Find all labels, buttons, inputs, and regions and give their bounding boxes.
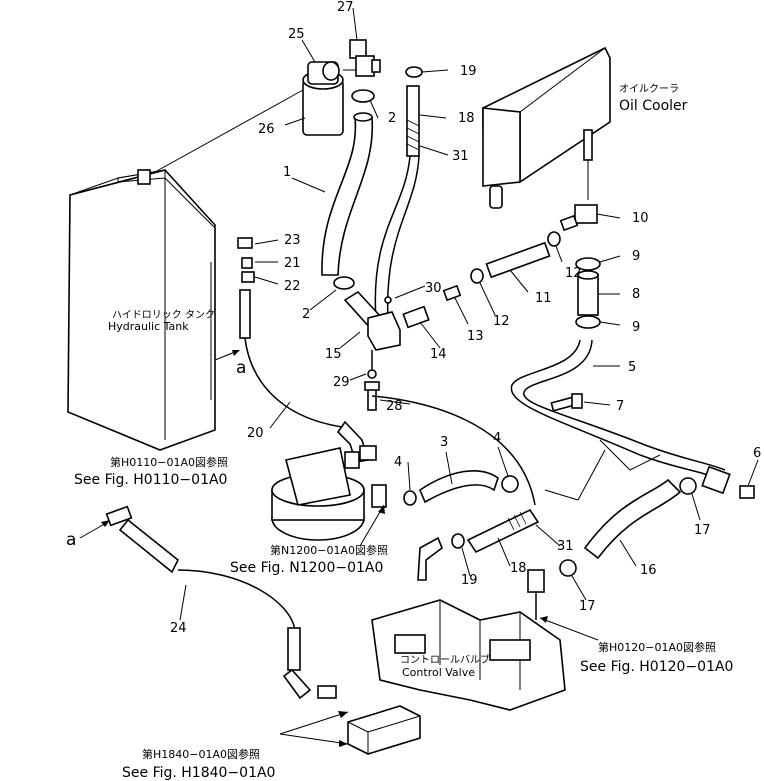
- fittings-14-13-12: [402, 231, 561, 329]
- control-valve: コントロールバルブ Control Valve: [371, 599, 566, 711]
- oil-cooler: オイルクーラ Oil Cooler: [482, 46, 688, 209]
- part-number-2: 2: [388, 111, 396, 126]
- oil-cooler-label-en: Oil Cooler: [619, 98, 688, 114]
- part-number-18: 18: [458, 111, 475, 126]
- clamp-2-lower: [333, 276, 355, 290]
- part-number-17-lower: 17: [579, 599, 596, 614]
- part-number-21: 21: [284, 256, 301, 271]
- part-number-16: 16: [640, 563, 657, 578]
- part-number-11: 11: [535, 291, 552, 306]
- part-number-15: 15: [325, 347, 342, 362]
- part-number-23: 23: [284, 233, 301, 248]
- part-number-14: 14: [430, 347, 447, 362]
- part-number-2-lower: 2: [302, 307, 310, 322]
- fittings-21-22-23: [237, 237, 255, 283]
- control-valve-label-jp: コントロールバルブ: [400, 653, 490, 666]
- filter-assembly: [302, 39, 381, 136]
- ref-h0110-en: See Fig. H0110−01A0: [74, 472, 227, 488]
- part-number-10: 10: [632, 211, 649, 226]
- part-number-7: 7: [616, 399, 624, 414]
- part-number-4-left: 4: [394, 455, 402, 470]
- clamp-2-upper: [351, 89, 375, 103]
- hose-16: [527, 477, 697, 620]
- ref-h1840-jp: 第H1840−01A0図参照: [142, 747, 260, 761]
- part-number-13: 13: [467, 329, 484, 344]
- swivel-block: [347, 705, 421, 755]
- part-number-18-lower: 18: [510, 561, 527, 576]
- hose-20: [239, 289, 377, 463]
- part-number-8: 8: [632, 287, 640, 302]
- part-number-17: 17: [694, 523, 711, 538]
- part-number-3: 3: [440, 435, 448, 450]
- bolt-7: [550, 393, 583, 412]
- hose-8-clamps-9: [575, 257, 601, 329]
- oil-cooler-label-jp: オイルクーラ: [619, 83, 679, 95]
- part-number-4: 4: [493, 431, 501, 446]
- hose-18-31-lower: [371, 395, 540, 581]
- hydraulic-tank-label-en: Hydraulic Tank: [108, 320, 189, 333]
- part-number-19-lower: 19: [461, 573, 478, 588]
- part-number-26: 26: [258, 122, 275, 137]
- hose-1: [321, 112, 374, 276]
- hose-18-31-upper: [374, 66, 423, 321]
- ref-n1200-en: See Fig. N1200−01A0: [230, 560, 383, 576]
- part-number-1: 1: [283, 165, 291, 180]
- part-number-30: 30: [425, 281, 442, 296]
- pipe-5: [510, 339, 755, 499]
- part-number-12-lower: 12: [493, 314, 510, 329]
- hose-3: [403, 470, 519, 506]
- part-number-24: 24: [170, 621, 187, 636]
- control-valve-label-en: Control Valve: [402, 666, 475, 679]
- callout-a-lower: a: [66, 530, 76, 550]
- part-number-31: 31: [452, 149, 469, 164]
- ref-n1200-jp: 第N1200−01A0図参照: [270, 543, 388, 557]
- part-number-9-lower: 9: [632, 320, 640, 335]
- part-number-27: 27: [337, 0, 354, 15]
- reference-leaders: [79, 350, 599, 747]
- part-number-22: 22: [284, 279, 301, 294]
- figure-references: 第H0110−01A0図参照 See Fig. H0110−01A0 第N120…: [74, 455, 733, 781]
- ref-h1840-en: See Fig. H1840−01A0: [122, 765, 275, 781]
- hose-24: [105, 505, 337, 700]
- part-number-29: 29: [333, 375, 350, 390]
- pump: [271, 447, 387, 541]
- ref-h0120-en: See Fig. H0120−01A0: [580, 659, 733, 675]
- part-number-25: 25: [288, 27, 305, 42]
- part-numbers: 27 25 19 2 18 26 31 1 10 23 9 21 12 22 3…: [170, 0, 761, 636]
- part-number-12: 12: [565, 266, 582, 281]
- part-number-19: 19: [460, 64, 477, 79]
- hydraulic-tank-label-jp: ハイドロリック タンク: [112, 309, 215, 321]
- ref-h0110-jp: 第H0110−01A0図参照: [110, 455, 228, 469]
- part-number-9: 9: [632, 249, 640, 264]
- leader-tank-filter: [154, 89, 304, 173]
- leader-31: [544, 449, 606, 501]
- part-number-20: 20: [247, 426, 264, 441]
- part-leaders: [179, 7, 759, 621]
- ref-h0120-jp: 第H0120−01A0図参照: [598, 640, 716, 654]
- o-ring-30: [384, 296, 392, 304]
- callout-a-upper: a: [236, 358, 246, 378]
- part-number-31-lower: 31: [557, 539, 574, 554]
- block-15: [343, 290, 401, 411]
- part-number-28: 28: [386, 399, 403, 414]
- elbow-10: [559, 204, 598, 232]
- part-number-6: 6: [753, 446, 761, 461]
- hydraulic-tank: ハイドロリック タンク Hydraulic Tank: [67, 169, 216, 451]
- part-number-5: 5: [628, 360, 636, 375]
